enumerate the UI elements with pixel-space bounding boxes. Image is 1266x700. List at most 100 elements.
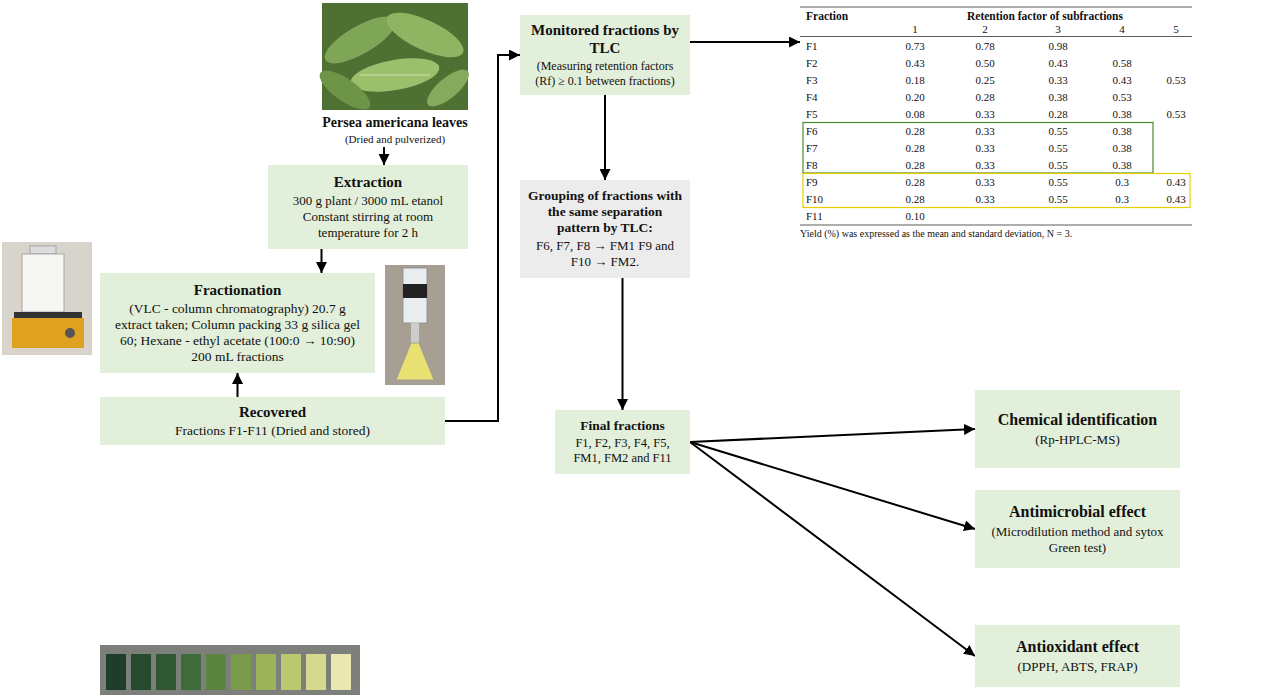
- table-cell: 0.38: [1100, 125, 1144, 137]
- table-header: Fraction: [806, 10, 848, 23]
- illustration-part: [106, 654, 126, 690]
- illustration-part: [331, 654, 351, 690]
- table-cell: 0.38: [1036, 91, 1080, 103]
- group-highlight: [803, 174, 1190, 208]
- process-box: Grouping of fractions with the same sepa…: [520, 180, 690, 278]
- table-cell: 0.3: [1100, 176, 1144, 188]
- illustration-part: [281, 654, 301, 690]
- illustration-part: [800, 36, 1192, 37]
- table-cell: 0.28: [893, 159, 937, 171]
- illustration-part: [30, 246, 56, 254]
- process-box: Fractionation (VLC - column chromatograph…: [100, 273, 375, 373]
- box-body: (Rp-HPLC-MS): [985, 432, 1170, 448]
- table-cell: 0.28: [893, 125, 937, 137]
- box-body: Fractions F1-F11 (Dried and stored): [110, 423, 435, 439]
- illustration-part: [181, 654, 201, 690]
- flow-arrow: [690, 442, 975, 656]
- table-cell: 0.38: [1100, 159, 1144, 171]
- table-cell: 0.55: [1036, 125, 1080, 137]
- vials-photo: [100, 645, 360, 695]
- table-cell: 0.28: [893, 176, 937, 188]
- group-highlight: [803, 123, 1153, 174]
- process-box: Extraction 300 g plant / 3000 mL etanol C…: [268, 165, 468, 249]
- box-heading: Grouping of fractions with the same sepa…: [528, 188, 682, 236]
- illustration-part: [156, 654, 176, 690]
- table-cell: 0.28: [893, 142, 937, 154]
- data-table: FractionRetention factor of subfractions: [800, 6, 1192, 228]
- flow-arrow: [690, 429, 975, 442]
- table-cell: F5: [806, 108, 818, 120]
- box-body: (DPPH, ABTS, FRAP): [985, 659, 1170, 675]
- box-heading: Antioxidant effect: [985, 637, 1170, 657]
- table-cell: 0.10: [893, 210, 937, 222]
- flow-arrow: [622, 278, 624, 410]
- process-box: RecoveredFractions F1-F11 (Dried and sto…: [100, 397, 445, 445]
- table-cell: 0.53: [1154, 108, 1198, 120]
- table-cell: F6: [806, 125, 818, 137]
- illustration-part: [422, 64, 475, 113]
- box-body: F1, F2, F3, F4, F5, FM1, FM2 and F11: [563, 436, 682, 466]
- illustration-part: [403, 284, 427, 298]
- box-body: 300 g plant / 3000 mL etanol Constant st…: [278, 193, 458, 241]
- box-heading: Final fractions: [563, 418, 682, 434]
- table-cell: F1: [806, 40, 818, 52]
- illustration-part: [14, 312, 82, 318]
- illustration-part: [403, 268, 427, 323]
- table-cell: 0.33: [963, 125, 1007, 137]
- box-body: (Microdilution method and sytox Green te…: [985, 524, 1170, 556]
- illustration-part: [411, 323, 419, 343]
- table-cell: 0.28: [1036, 108, 1080, 120]
- table-cell: 0.28: [893, 193, 937, 205]
- box-heading: Extraction: [278, 173, 458, 191]
- illustration-part: [385, 265, 445, 385]
- table-cell: 0.53: [1100, 91, 1144, 103]
- table-cell: 0.33: [1036, 74, 1080, 86]
- box-body: (VLC - column chromatography) 20.7 g ext…: [110, 301, 365, 365]
- leaves-photo: [314, 3, 474, 116]
- illustration-part: [12, 318, 84, 348]
- table-cell: 0.08: [893, 108, 937, 120]
- table-cell: 0.98: [1036, 40, 1080, 52]
- illustration-part: [800, 7, 1192, 8]
- table-cell: 0.3: [1100, 193, 1144, 205]
- illustration-part: [314, 64, 376, 116]
- process-box: Monitored fractions by TLC(Measuring ret…: [520, 15, 690, 95]
- table-cell: F3: [806, 74, 818, 86]
- table-cell: 0.43: [1036, 57, 1080, 69]
- table-cell: 0.55: [1036, 159, 1080, 171]
- table-cell: 0.33: [963, 142, 1007, 154]
- table-cell: 0.55: [1036, 142, 1080, 154]
- table-cell: F9: [806, 176, 818, 188]
- illustration-part: [100, 645, 360, 695]
- table-cell: F11: [806, 210, 823, 222]
- table-cell: 0.73: [893, 40, 937, 52]
- caption-block: Persea americana leaves(Dried and pulver…: [300, 113, 490, 147]
- illustration-part: [206, 654, 226, 690]
- process-box: Final fractionsF1, F2, F3, F4, F5, FM1, …: [555, 410, 690, 474]
- table-cell: 0.43: [1154, 176, 1198, 188]
- illustration-part: [381, 4, 470, 67]
- table-cell: 0.18: [893, 74, 937, 86]
- table-cell: F8: [806, 159, 818, 171]
- table-cell: 0.58: [1100, 57, 1144, 69]
- illustration-part: [2, 242, 92, 355]
- table-cell: F10: [806, 193, 823, 205]
- table-cell: 0.38: [1100, 142, 1144, 154]
- table-cell: 3: [1036, 23, 1080, 35]
- illustration-part: [131, 654, 151, 690]
- table-cell: 0.55: [1036, 176, 1080, 188]
- table-cell: 0.33: [963, 108, 1007, 120]
- box-heading: Fractionation: [110, 281, 365, 299]
- flow-arrow: [321, 249, 323, 273]
- table-cell: 0.33: [963, 159, 1007, 171]
- illustration-part: [256, 654, 276, 690]
- illustration-part: [360, 75, 430, 76]
- table-cell: 0.25: [963, 74, 1007, 86]
- table-cell: 0.50: [963, 57, 1007, 69]
- illustration-part: [22, 254, 64, 312]
- box-heading: Chemical identification: [985, 410, 1170, 430]
- table-cell: 5: [1154, 23, 1198, 35]
- illustration-part: [800, 225, 1192, 226]
- box-heading: Persea americana leaves: [302, 114, 488, 131]
